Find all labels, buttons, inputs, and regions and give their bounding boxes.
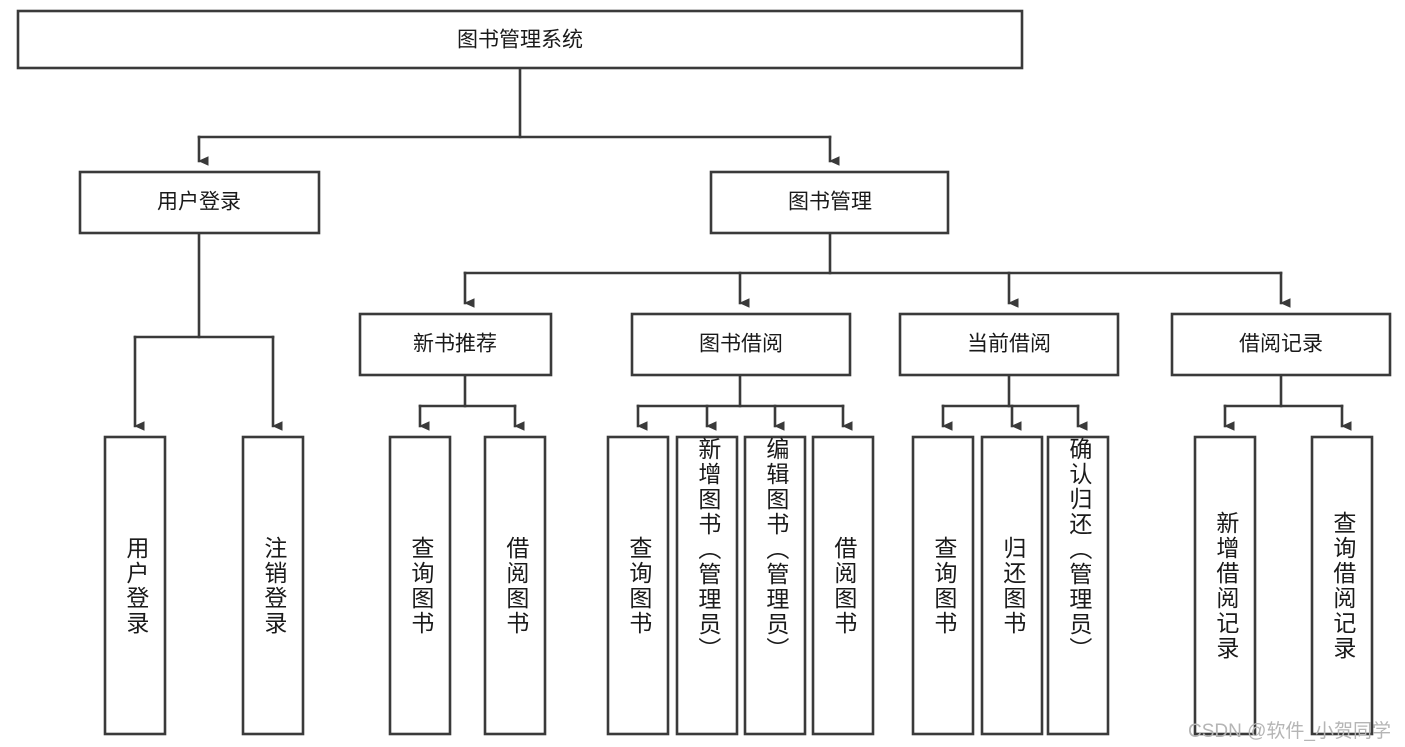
node-user-login[interactable]: 用户登录 xyxy=(78,170,321,235)
node-root[interactable]: 图书管理系统 xyxy=(16,9,1024,70)
leaf-box[interactable] xyxy=(1046,435,1110,736)
leaf-box[interactable] xyxy=(1193,435,1257,736)
node-root-label: 图书管理系统 xyxy=(457,29,583,52)
leaf-box[interactable] xyxy=(606,435,670,736)
node-borrow-records[interactable]: 借阅记录 xyxy=(1170,312,1392,377)
node-book-borrow[interactable]: 图书借阅 xyxy=(630,312,852,377)
leaf-box[interactable] xyxy=(241,435,305,736)
leaf-box[interactable] xyxy=(675,435,739,736)
node-user-login-label: 用户登录 xyxy=(157,191,241,214)
leaf-box[interactable] xyxy=(388,435,452,736)
connector-layer xyxy=(133,66,1352,431)
node-book-borrow-label: 图书借阅 xyxy=(699,333,783,356)
leaf-box[interactable] xyxy=(1310,435,1374,736)
node-current-borrow[interactable]: 当前借阅 xyxy=(898,312,1120,377)
node-borrow-records-label: 借阅记录 xyxy=(1239,333,1323,356)
node-new-book-recommend[interactable]: 新书推荐 xyxy=(358,312,553,377)
node-new-book-recommend-label: 新书推荐 xyxy=(413,333,497,356)
leaf-box[interactable] xyxy=(743,435,807,736)
leaf-box[interactable] xyxy=(811,435,875,736)
leaf-box[interactable] xyxy=(103,435,167,736)
leaf-box[interactable] xyxy=(483,435,547,736)
leaf-box[interactable] xyxy=(911,435,975,736)
node-book-management[interactable]: 图书管理 xyxy=(709,170,950,235)
node-book-management-label: 图书管理 xyxy=(788,191,872,214)
node-current-borrow-label: 当前借阅 xyxy=(967,333,1051,356)
leaf-box-layer xyxy=(103,435,1374,736)
leaf-box[interactable] xyxy=(980,435,1044,736)
